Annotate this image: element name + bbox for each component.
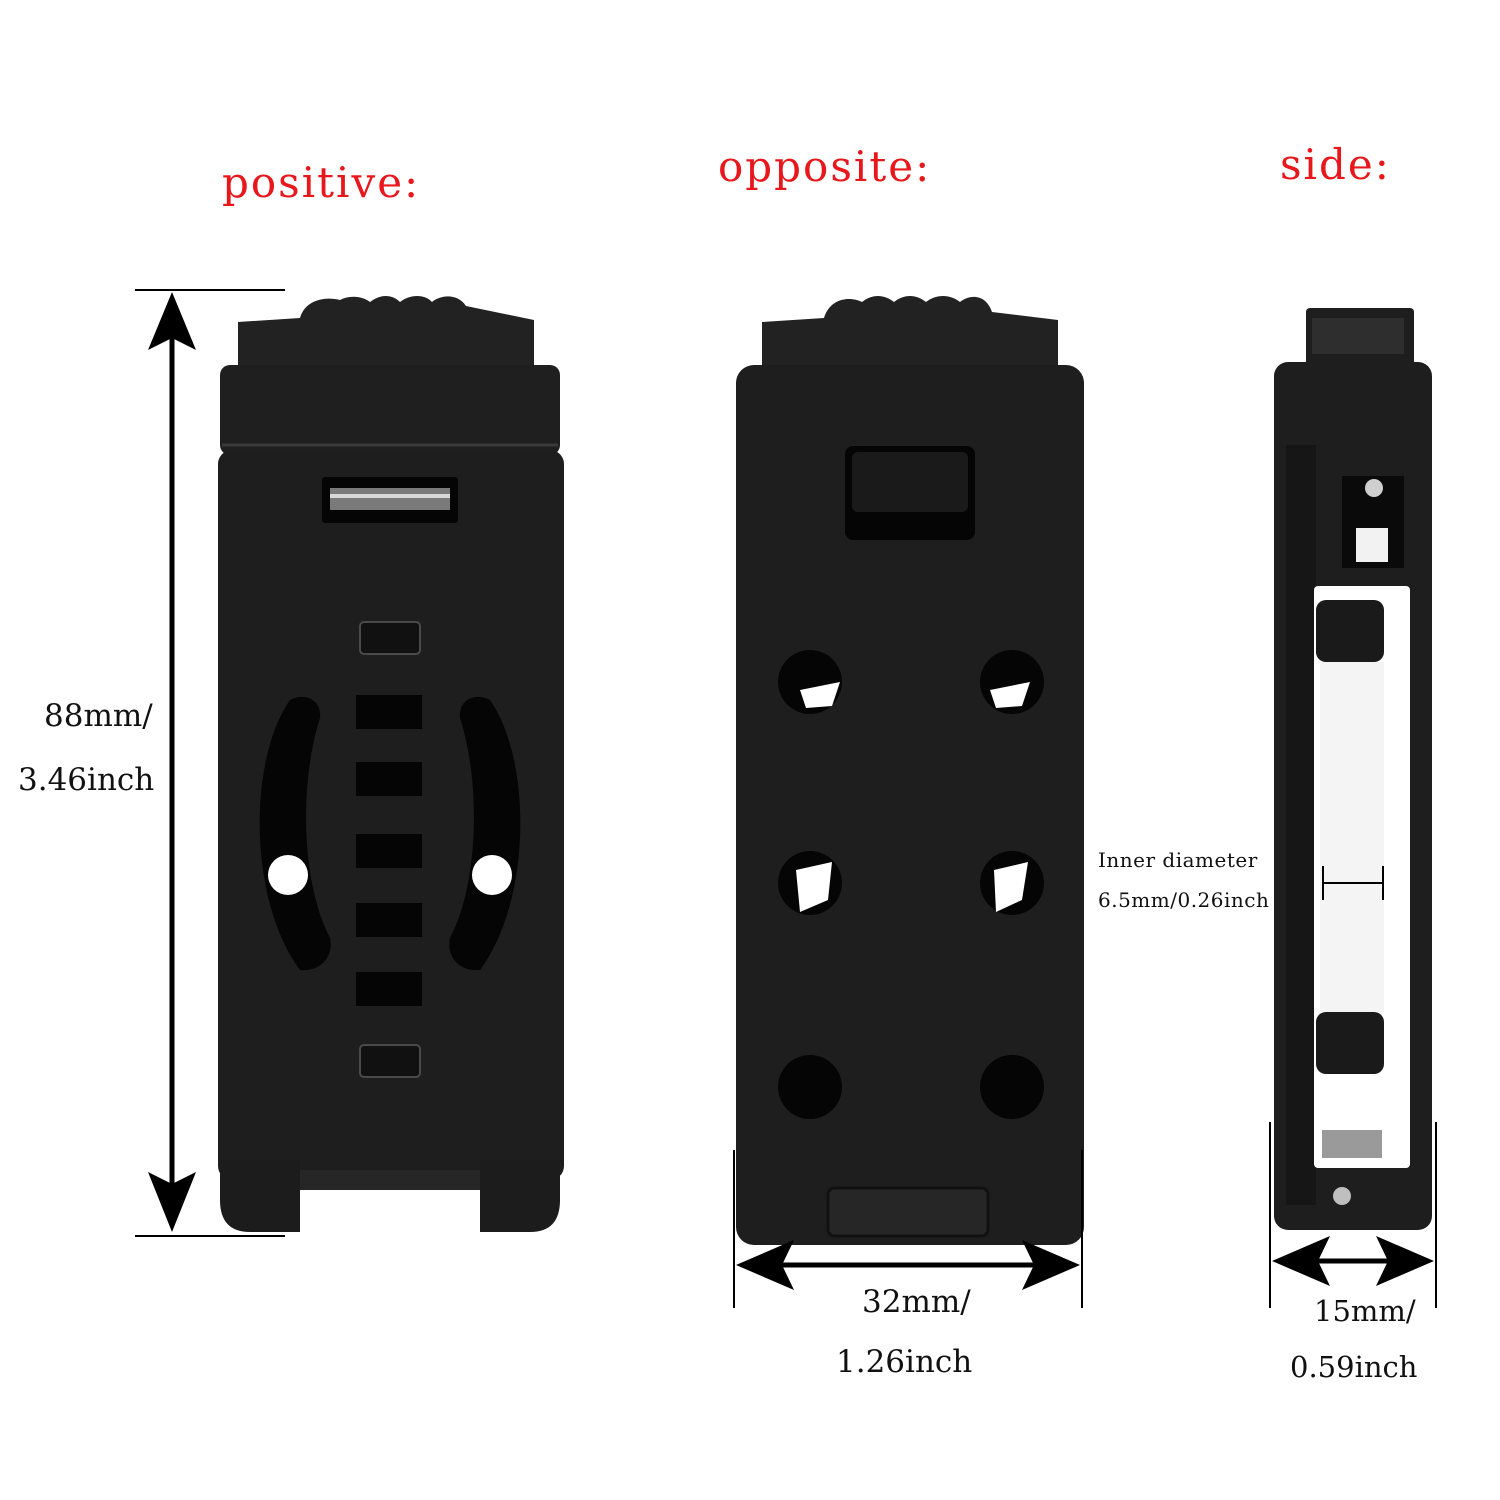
height-dimension	[135, 289, 285, 1237]
side-view-title: side:	[1280, 140, 1391, 189]
front-clip	[218, 296, 564, 1232]
front-view-title: positive:	[222, 158, 421, 207]
width-inch-label: 1.26inch	[836, 1344, 973, 1380]
inner-diameter-label: Inner diameter	[1098, 848, 1258, 872]
thickness-dimension	[1269, 1122, 1437, 1308]
back-view-title: opposite:	[718, 142, 932, 191]
back-clip	[736, 296, 1084, 1245]
width-mm-label: 32mm/	[862, 1284, 971, 1320]
inner-diameter-value: 6.5mm/0.26inch	[1098, 888, 1270, 912]
width-dimension	[733, 1150, 1083, 1308]
thickness-inch-label: 0.59inch	[1290, 1350, 1418, 1384]
side-clip	[1274, 308, 1432, 1230]
height-mm-label: 88mm/	[44, 698, 153, 734]
thickness-mm-label: 15mm/	[1314, 1294, 1416, 1328]
height-inch-label: 3.46inch	[18, 762, 155, 798]
